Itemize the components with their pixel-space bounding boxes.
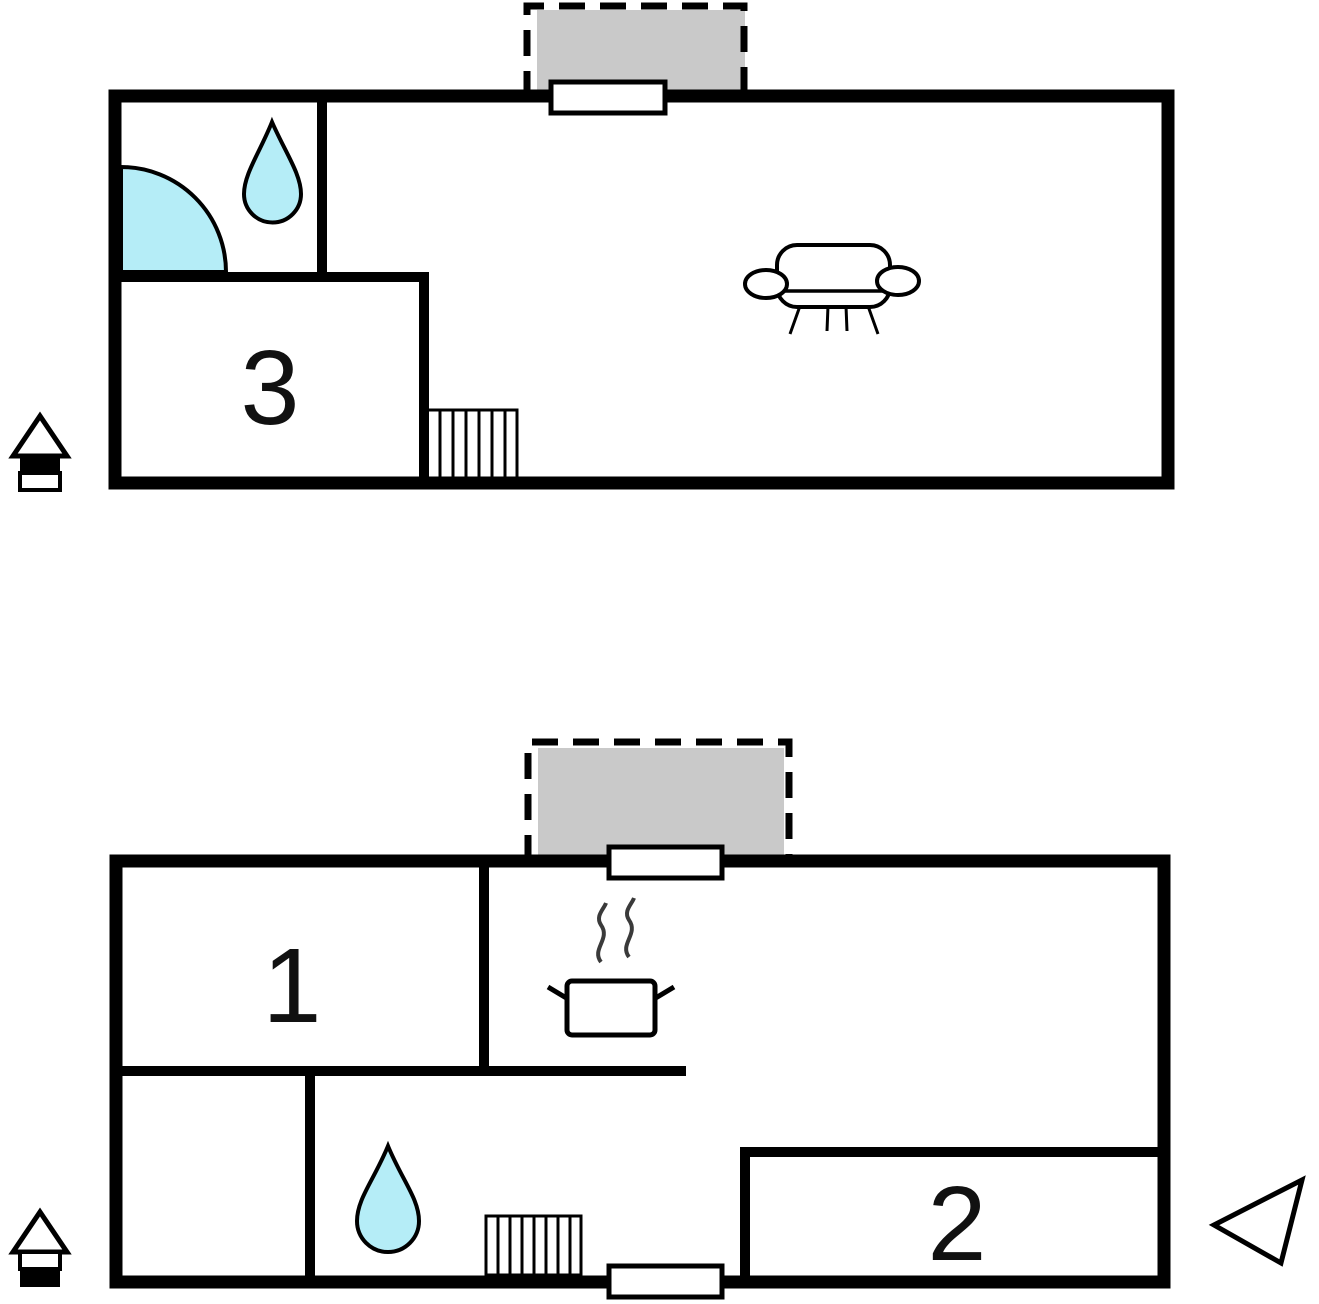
legend-symbols <box>8 411 1306 1287</box>
cooking-pot-steam-icon <box>546 897 676 1038</box>
house-lower-band <box>18 471 62 492</box>
room-2-label: 2 <box>928 1165 987 1283</box>
lower-floor-plan: 1 2 <box>109 738 1171 1300</box>
house-lower-band-filled <box>20 1269 60 1287</box>
house-upper-level-icon <box>8 411 72 492</box>
stairs-icon <box>425 408 519 480</box>
lower-terrace-area <box>538 748 784 858</box>
house-upper-band <box>18 1250 62 1271</box>
upper-floor-plan: 3 <box>108 2 1175 490</box>
corner-shower-icon <box>119 164 229 274</box>
sofa-armrest-right <box>875 265 921 297</box>
house-upper-band-filled <box>20 456 60 473</box>
house-roof <box>8 411 72 459</box>
steam-wave-right <box>624 897 636 959</box>
sofa-body <box>775 243 892 309</box>
north-arrow-icon <box>1208 1175 1306 1267</box>
house-roof <box>8 1207 72 1255</box>
water-drop-icon <box>354 1140 422 1254</box>
room-3-label: 3 <box>241 329 300 447</box>
pot-body <box>564 978 658 1038</box>
stairs-treads <box>438 410 507 478</box>
sofa-armrest-left <box>743 268 789 300</box>
steam-wave-left <box>596 902 608 964</box>
lower-terrace-dashed-border-icon <box>524 738 793 861</box>
sofa-legs <box>788 305 880 335</box>
stairs-outline <box>425 408 519 480</box>
window-icon <box>606 844 725 881</box>
sofa-top-view-icon <box>743 243 921 335</box>
house-lower-level-icon <box>8 1207 72 1287</box>
room-1-label: 1 <box>263 927 322 1045</box>
upper-terrace-dashed-border-icon <box>523 2 748 97</box>
stairs-icon <box>484 1214 583 1277</box>
window-icon <box>548 79 668 116</box>
stairs-treads <box>496 1216 572 1275</box>
water-drop-icon <box>241 116 304 225</box>
window-icon <box>606 1263 725 1300</box>
